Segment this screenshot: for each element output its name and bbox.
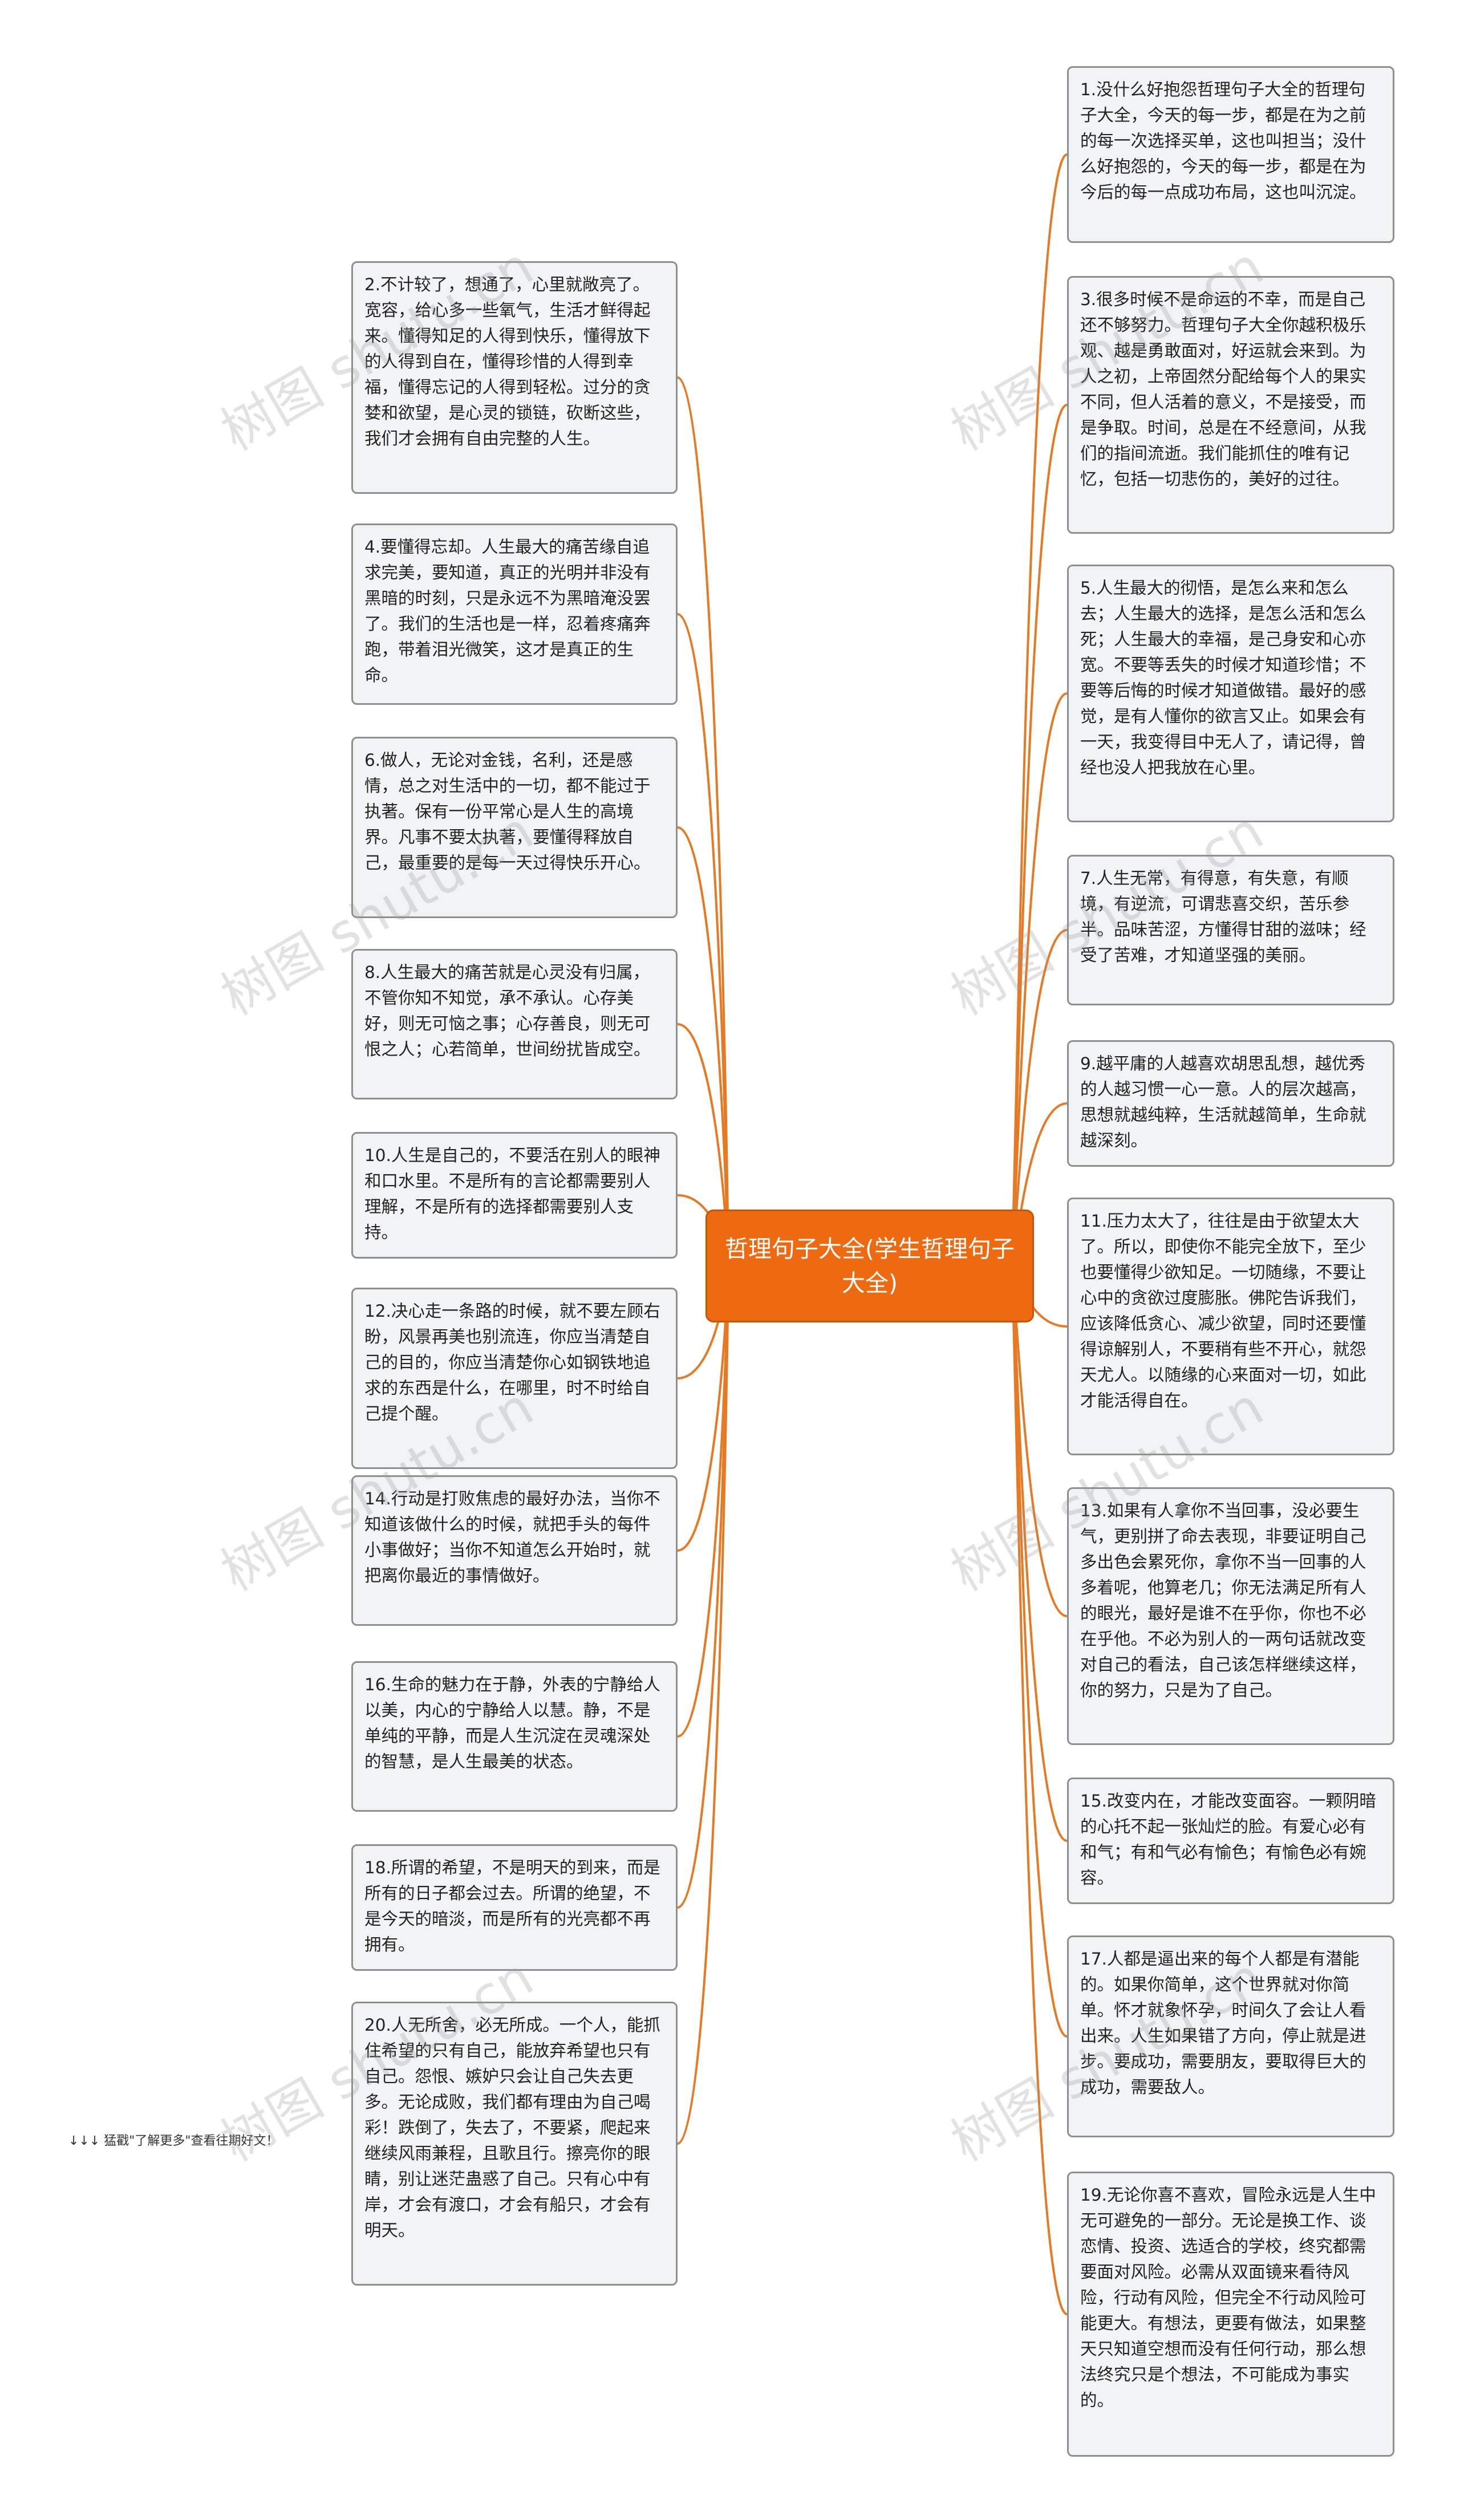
topic-node-14[interactable]: 14.行动是打败焦虑的最好办法，当你不知道该做什么的时候，就把手头的每件小事做好… — [351, 1475, 678, 1626]
topic-node-12[interactable]: 12.决心走一条路的时候，就不要左顾右盼，风景再美也别流连，你应当清楚自己的目的… — [351, 1288, 678, 1469]
topic-node-13[interactable]: 13.如果有人拿你不当回事，没必要生气，更别拼了命去表现，非要证明自己多出色会累… — [1067, 1487, 1394, 1745]
more-articles-footnote[interactable]: ↓↓↓ 猛戳"了解更多"查看往期好文！ — [68, 2134, 279, 2148]
connector-line — [1010, 1265, 1068, 2038]
topic-node-9[interactable]: 9.越平庸的人越喜欢胡思乱想，越优秀的人越习惯一心一意。人的层次越高，思想就越纯… — [1067, 1040, 1394, 1167]
topic-node-18[interactable]: 18.所谓的希望，不是明天的到来，而是所有的日子都会过去。所谓的绝望，不是今天的… — [351, 1844, 678, 1971]
connector-line — [1010, 1265, 1068, 2315]
topic-node-19[interactable]: 19.无论你喜不喜欢，冒险永远是人生中无可避免的一部分。无论是换工作、谈恋情、投… — [1067, 2172, 1394, 2457]
connector-line — [677, 1265, 730, 2145]
topic-node-2[interactable]: 2.不计较了，想通了，心里就敞亮了。宽容，给心多一些氧气，生活才鲜得起来。懂得知… — [351, 261, 678, 494]
center-topic[interactable]: 哲理句子大全(学生哲理句子大全) — [705, 1210, 1034, 1322]
connector-line — [677, 376, 730, 1267]
topic-node-11[interactable]: 11.压力太大了，往往是由于欲望太大了。所以，即使你不能完全放下，至少也要懂得少… — [1067, 1198, 1394, 1455]
topic-node-6[interactable]: 6.做人，无论对金钱，名利，还是感情，总之对生活中的一切，都不能过于执著。保有一… — [351, 737, 678, 918]
topic-node-5[interactable]: 5.人生最大的彻悟，是怎么来和怎么去；人生最大的选择，是怎么活和怎么死；人生最大… — [1067, 565, 1394, 822]
topic-node-17[interactable]: 17.人都是逼出来的每个人都是有潜能的。如果你简单，这个世界就对你简单。怀才就象… — [1067, 1935, 1394, 2137]
center-topic-label: 哲理句子大全(学生哲理句子大全) — [725, 1235, 1015, 1297]
topic-node-16[interactable]: 16.生命的魅力在于静，外表的宁静给人以美，内心的宁静给人以慧。静，不是单纯的平… — [351, 1661, 678, 1812]
topic-node-15[interactable]: 15.改变内在，才能改变面容。一颗阴暗的心托不起一张灿烂的脸。有爱心必有和气；有… — [1067, 1778, 1394, 1904]
topic-node-20[interactable]: 20.人无所舍，必无所成。一个人，能抓住希望的只有自己，能放弃希望也只有自己。怨… — [351, 2002, 678, 2286]
topic-node-8[interactable]: 8.人生最大的痛苦就是心灵没有归属，不管你知不知觉，承不承认。心存美好，则无可恼… — [351, 949, 678, 1099]
topic-node-4[interactable]: 4.要懂得忘却。人生最大的痛苦缘自追求完美，要知道，真正的光明并非没有黑暗的时刻… — [351, 524, 678, 705]
topic-node-3[interactable]: 3.很多时候不是命运的不幸，而是自己还不够努力。哲理句子大全你越积极乐观、越是勇… — [1067, 276, 1394, 534]
topic-node-7[interactable]: 7.人生无常，有得意，有失意，有顺境，有逆流，可谓悲喜交织，苦乐参半。品味苦涩，… — [1067, 855, 1394, 1005]
topic-node-1[interactable]: 1.没什么好抱怨哲理句子大全的哲理句子大全，今天的每一步，都是在为之前的每一次选… — [1067, 66, 1394, 243]
topic-node-10[interactable]: 10.人生是自己的，不要活在别人的眼神和口水里。不是所有的言论都需要别人理解，不… — [351, 1132, 678, 1259]
